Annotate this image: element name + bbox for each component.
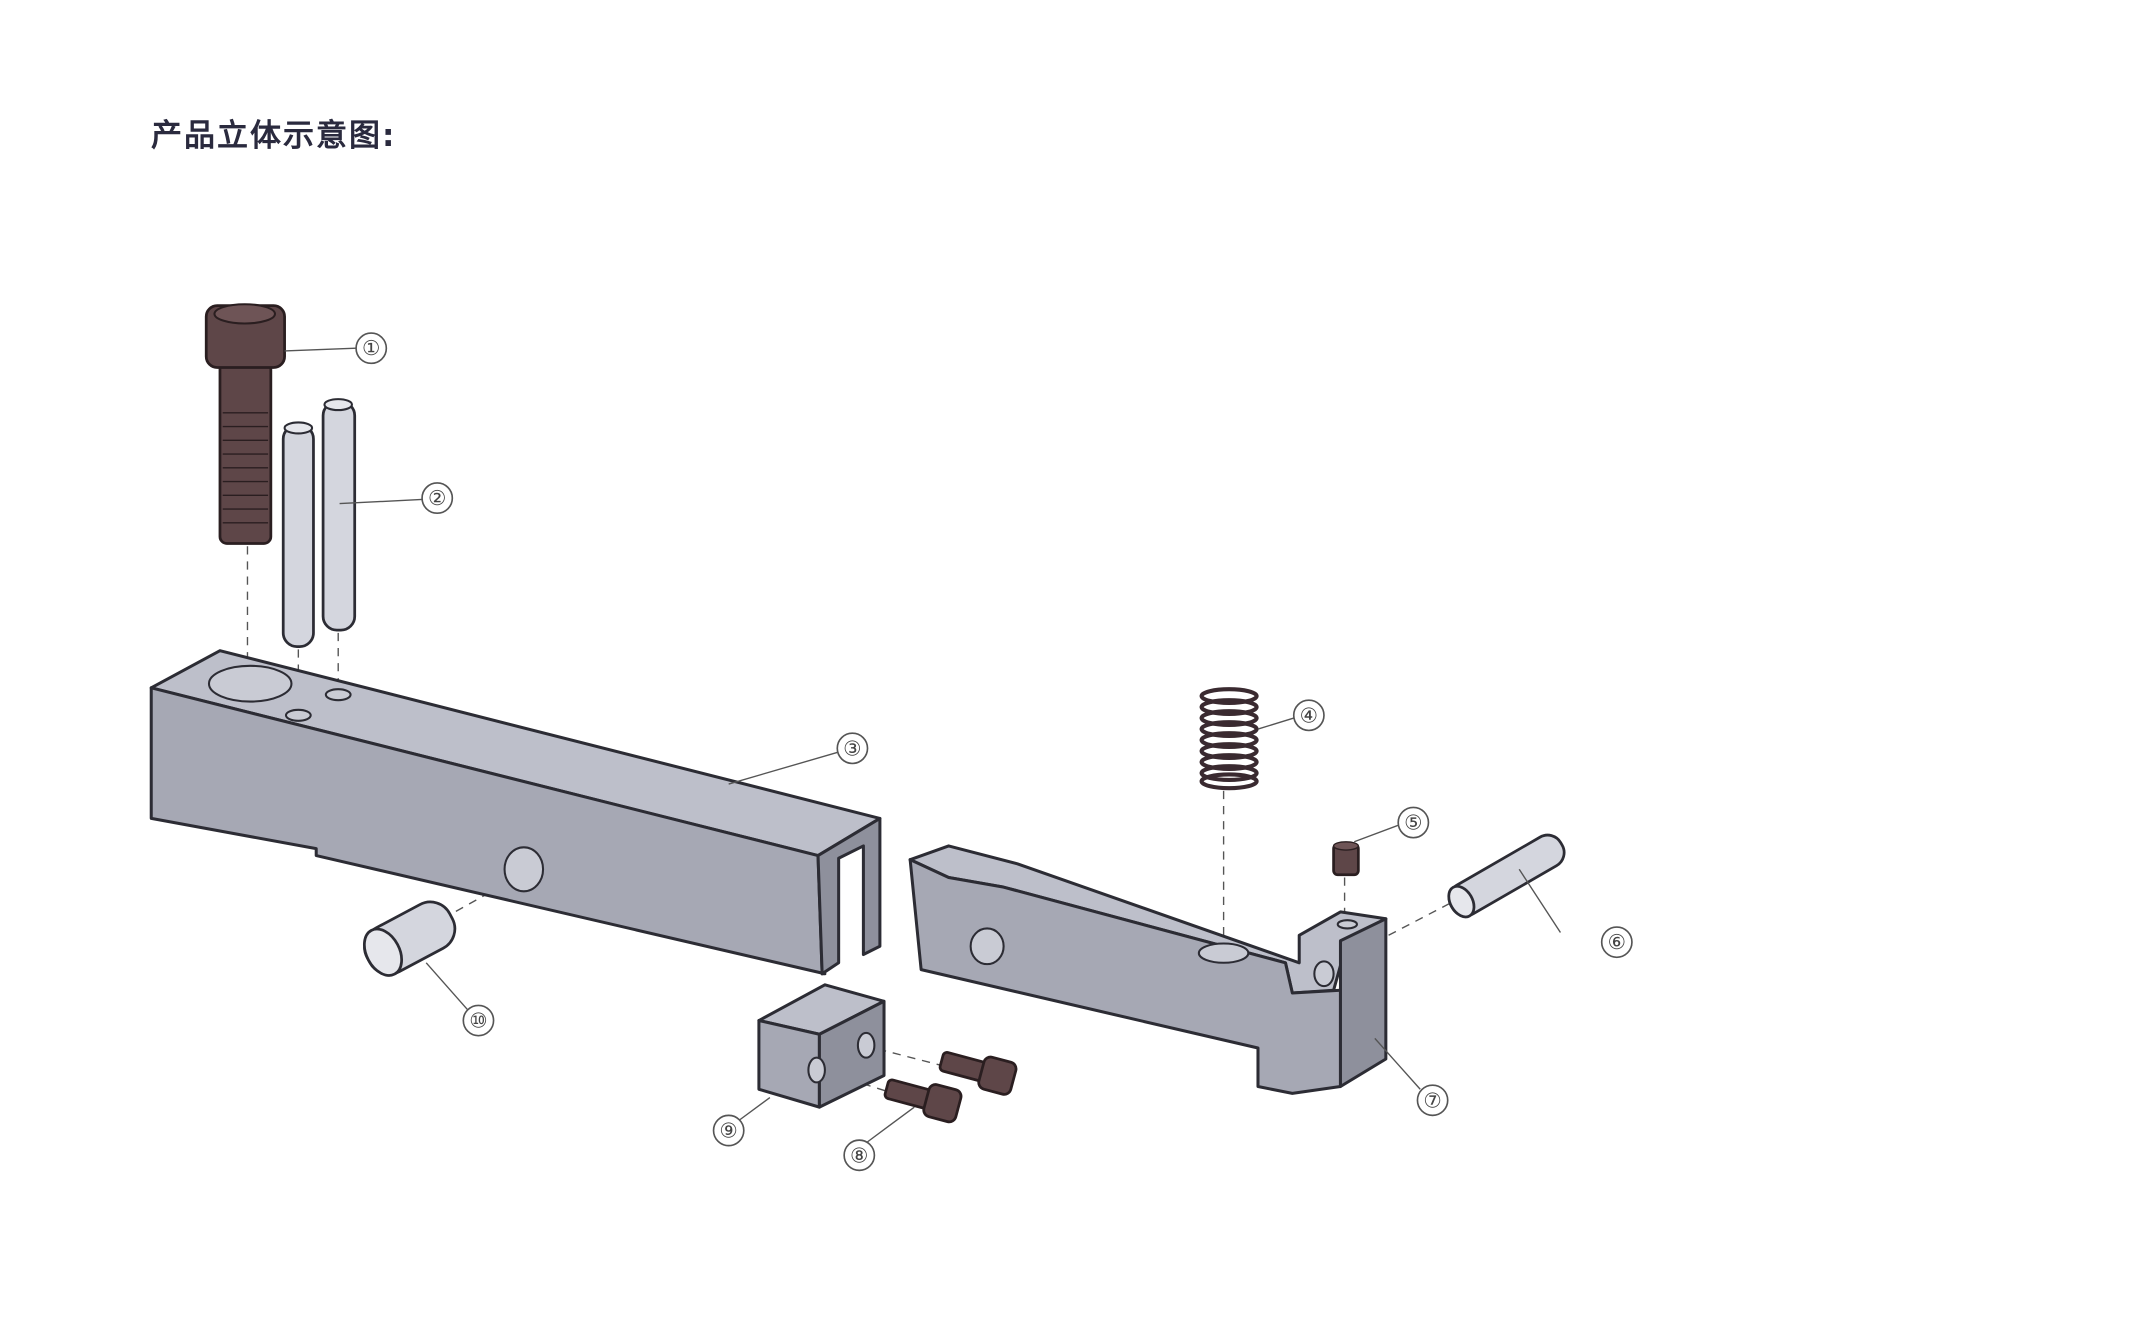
page-title: 产品立体示意图: <box>151 118 397 154</box>
svg-text:⑤: ⑤ <box>1404 811 1422 835</box>
spring <box>1199 687 1259 791</box>
svg-text:①: ① <box>362 336 380 360</box>
small-block <box>757 983 886 1109</box>
main-block <box>149 649 882 976</box>
svg-text:③: ③ <box>843 736 861 760</box>
set-screw <box>1332 841 1360 877</box>
callout-4: ④ <box>1292 699 1325 732</box>
callout-2: ② <box>421 482 454 515</box>
dowel-pins <box>281 398 357 648</box>
svg-text:⑥: ⑥ <box>1608 930 1626 954</box>
callout-9: ⑨ <box>712 1114 745 1147</box>
pivot-pin <box>1447 833 1566 919</box>
bolt-threads <box>222 412 269 524</box>
callout-3: ③ <box>836 732 869 765</box>
bolt <box>204 303 286 545</box>
callout-8: ⑧ <box>843 1139 876 1172</box>
svg-text:④: ④ <box>1300 703 1318 727</box>
svg-text:⑩: ⑩ <box>469 1009 487 1033</box>
svg-text:⑦: ⑦ <box>1423 1088 1441 1112</box>
callout-7: ⑦ <box>1416 1084 1449 1117</box>
callout-6: ⑥ <box>1600 926 1633 959</box>
callout-10: ⑩ <box>462 1004 495 1037</box>
svg-text:⑨: ⑨ <box>719 1119 737 1143</box>
svg-text:②: ② <box>428 486 446 510</box>
lever <box>908 844 1388 1095</box>
small-screws <box>883 1051 1018 1124</box>
callout-1: ① <box>355 332 388 365</box>
callouts: ① ② ③ ④ ⑤ ⑥ ⑦ ⑧ ⑨ ⑩ <box>284 332 1633 1172</box>
callout-5: ⑤ <box>1397 806 1430 839</box>
short-pin <box>362 900 457 977</box>
svg-text:⑧: ⑧ <box>850 1143 868 1167</box>
